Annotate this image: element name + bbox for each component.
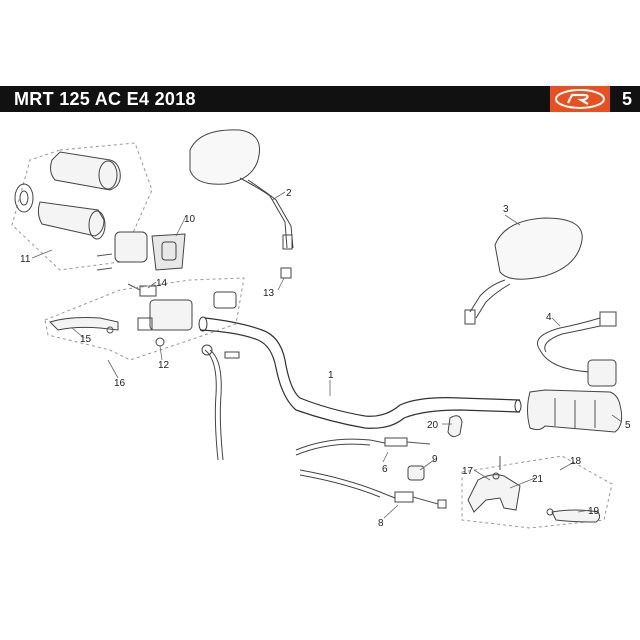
rieju-logo [550, 86, 610, 112]
part-label-11: 11 [20, 254, 31, 265]
handlebar [204, 317, 521, 417]
left-grip [50, 151, 121, 191]
part-label-17: 17 [462, 466, 474, 477]
page-title: MRT 125 AC E4 2018 [14, 89, 196, 109]
part-label-14: 14 [156, 278, 168, 289]
page-number: 5 [622, 89, 633, 109]
part-label-21: 21 [532, 474, 544, 485]
clamp-clip [447, 415, 463, 438]
master-cylinder-group-outline [44, 277, 245, 361]
throttle-cable [299, 469, 396, 499]
clutch-cable [295, 438, 386, 451]
part-label-4: 4 [546, 312, 552, 323]
part-label-8: 8 [378, 518, 384, 529]
clutch-group-outline [461, 455, 613, 529]
clutch-bracket [467, 456, 521, 513]
left-mirror [189, 129, 294, 250]
brake-switch [127, 283, 157, 297]
part-label-13: 13 [263, 288, 275, 299]
header-bar: MRT 125 AC E4 2018 5 [0, 86, 640, 112]
right-mirror [464, 217, 583, 325]
part-label-3: 3 [503, 204, 509, 215]
left-switch [96, 231, 186, 271]
clutch-lever [546, 508, 601, 523]
part-label-18: 18 [570, 456, 582, 467]
mirror-nut [280, 267, 292, 279]
part-label-9: 9 [432, 454, 438, 465]
brake-lever [49, 317, 119, 334]
part-label-20: 20 [427, 420, 439, 431]
part-label-16: 16 [114, 378, 126, 389]
part-label-15: 15 [80, 334, 92, 345]
cable-adjuster [407, 465, 425, 481]
part-label-12: 12 [158, 360, 170, 371]
brake-hose [204, 349, 219, 461]
throttle-tube [37, 201, 106, 240]
right-switch [537, 311, 617, 387]
part-label-10: 10 [184, 214, 196, 225]
right-grip [527, 389, 623, 433]
part-label-5: 5 [625, 420, 631, 431]
part-label-19: 19 [588, 506, 600, 517]
grip-ring [14, 183, 34, 213]
part-label-6: 6 [382, 464, 388, 475]
part-label-2: 2 [286, 188, 292, 199]
part-label-1: 1 [328, 370, 334, 381]
master-cylinder [137, 291, 237, 347]
left-grip-group-outline [11, 142, 153, 271]
